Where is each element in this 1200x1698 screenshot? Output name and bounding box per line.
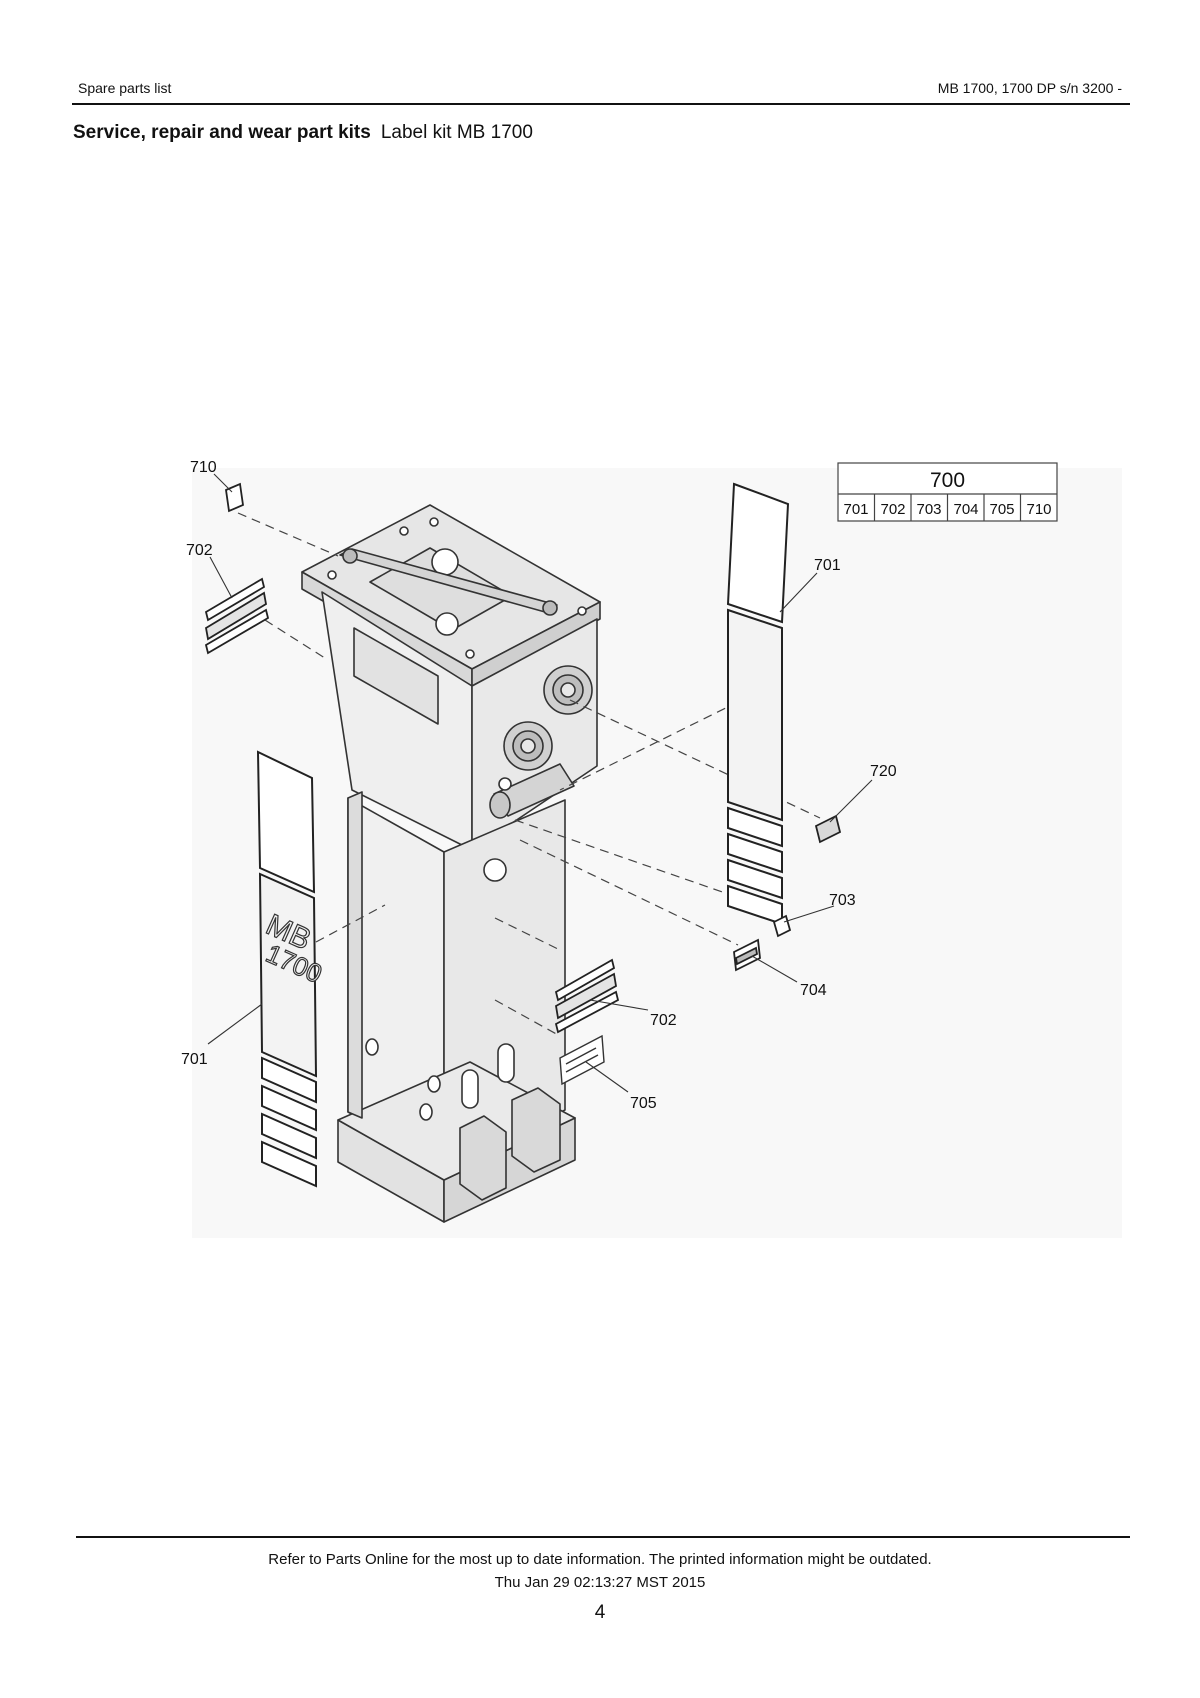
callout-702-mid: 702	[650, 1012, 677, 1029]
callout-leader-lines	[207, 473, 873, 1093]
kit-part-cell: 704	[953, 501, 978, 518]
kit-contents-table: 700 701 702 703 704 705 710	[837, 462, 1058, 522]
kit-part-cell: 701	[843, 501, 868, 518]
decal-701-right	[726, 482, 790, 926]
callout-720: 720	[870, 763, 897, 780]
decal-705	[559, 1034, 605, 1086]
callout-703: 703	[829, 892, 856, 909]
header-divider	[72, 103, 1130, 105]
callout-701-right: 701	[814, 557, 841, 574]
footer-divider	[76, 1536, 1130, 1538]
page-number: 4	[594, 1602, 606, 1623]
assembly-leader-lines	[237, 512, 821, 1037]
decal-702-mid	[554, 958, 620, 1034]
decal-720	[814, 814, 842, 844]
callout-labels: 710 702 701 720 703 704 702 705 701	[181, 459, 897, 1112]
kit-part-cell: 710	[1026, 501, 1051, 518]
footer-date: Thu Jan 29 02:13:27 MST 2015	[494, 1574, 706, 1591]
callout-701-left: 701	[181, 1051, 208, 1068]
footer-note: Refer to Parts Online for the most up to…	[268, 1551, 932, 1568]
hammer-housing	[301, 504, 601, 1223]
kit-part-cell: 703	[916, 501, 941, 518]
callout-704: 704	[800, 982, 827, 999]
section-title: Service, repair and wear part kits	[73, 122, 371, 143]
decal-704	[733, 938, 761, 972]
header-model-range: MB 1700, 1700 DP s/n 3200 -	[937, 80, 1122, 96]
page-title: Service, repair and wear part kits Label …	[73, 122, 533, 144]
kit-number: 700	[930, 469, 965, 492]
callout-702-top: 702	[186, 542, 213, 559]
callout-705: 705	[630, 1095, 657, 1112]
kit-part-cell: 705	[989, 501, 1014, 518]
kit-part-cell: 702	[880, 501, 905, 518]
decal-702-top	[204, 577, 270, 655]
kit-title: Label kit MB 1700	[380, 122, 533, 143]
callout-710: 710	[190, 459, 217, 476]
header-doc-type: Spare parts list	[78, 80, 172, 96]
decal-701-left	[256, 750, 318, 1188]
